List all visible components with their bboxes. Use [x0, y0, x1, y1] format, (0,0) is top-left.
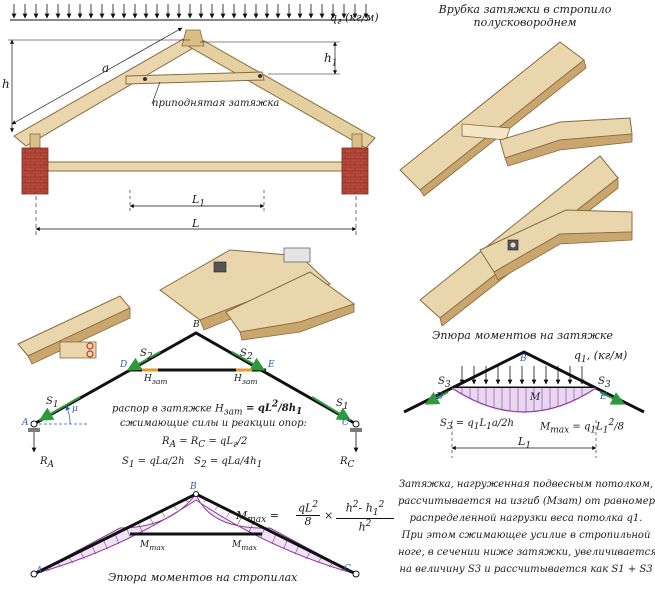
rafter-mmax-left: Mmax [140, 540, 166, 552]
node-e: E [268, 360, 275, 370]
tie-span-label: L1 [518, 435, 532, 452]
span-l1-label: L1 [192, 193, 206, 210]
tie-moment-title: Эпюра моментов на затяжке [432, 329, 614, 342]
dim-h-label: h [2, 77, 10, 91]
description-line: на величину S3 и рассчитывается как S1 +… [399, 564, 653, 575]
description-line: распределенной нагрузки веса потолка q1. [409, 513, 643, 524]
rafter-mmax-right: Mmax [232, 540, 258, 552]
rafter-moment-title: Эпюра моментов на стропилах [108, 571, 298, 584]
force-line-4: S1 = qLa/2h S2 = qLa/4h1 [122, 456, 263, 470]
top-truss [8, 27, 376, 236]
description-line: Затяжка, нагруженная подвесным потолком, [398, 479, 654, 490]
force-line-1: распор в затяжке Hзат = qL2/8h1 [112, 400, 303, 418]
rafter-hatch-line [294, 545, 300, 555]
rafter-hatch-line [283, 539, 288, 550]
s1-left-label: S1 [46, 396, 59, 410]
node-c: C [342, 418, 349, 428]
tie-formula-left: S3 = q1L1a/2h [440, 418, 514, 432]
ra-label: RA [40, 456, 55, 470]
tie-node-b: B [520, 354, 527, 364]
tie-load-label: q1, (кг/м) [574, 349, 628, 366]
force-line-3: RA = RC = qLг/2 [162, 436, 248, 450]
h-right-label: Hзат [234, 374, 258, 386]
rafter-hatch-line [271, 533, 277, 545]
rafter-hatch-line [248, 522, 254, 532]
rafter-moment-diagram [30, 491, 360, 578]
tie-s3-right: S3 [598, 376, 611, 390]
rafter-hatch-line [260, 528, 265, 539]
rafter-hatch-line [114, 533, 120, 545]
joint-title: Врубка затяжки в стропило полусковородне… [438, 3, 612, 29]
middle-illustration [17, 247, 356, 365]
tie-formula-right: Mmax = q1L12/8 [540, 418, 624, 436]
description-line: При этом сжимающее усилие в стропильной [401, 530, 651, 541]
force-line-2: сжимающие силы и реакции опор: [120, 418, 307, 429]
tie-m-label: M [530, 392, 541, 403]
description-block: Затяжка, нагруженная подвесным потолком,… [398, 476, 655, 578]
node-a: A [22, 418, 29, 428]
s2-left-label: S2 [140, 348, 153, 362]
force-diagram [28, 331, 362, 453]
tie-s3-left: S3 [438, 376, 451, 390]
span-l-label: L [192, 217, 200, 230]
joint-illustration [399, 41, 633, 327]
s2-right-label: S2 [240, 348, 253, 362]
node-b: B [193, 320, 200, 330]
top-load-label: qг (кг/м) [330, 11, 379, 28]
description-line: ноге, в сечении ниже затяжки, увеличивае… [398, 547, 655, 558]
top-load-arrows [10, 4, 370, 21]
rafter-node-b: B [190, 482, 197, 492]
raised-tie-label: приподнятая затяжка [152, 98, 280, 109]
tie-moment-diagram [403, 350, 645, 458]
rafter-hatch-line [91, 545, 97, 555]
description-line: рассчитывается на изгиб (Mзат) от равном… [398, 496, 655, 507]
h-left-label: Hзат [144, 374, 168, 386]
dim-h1-label: h1 [324, 51, 338, 69]
tie-node-d: D [436, 392, 444, 402]
s1-right-label: S1 [336, 398, 349, 412]
rafter-hatch-line [103, 539, 108, 550]
rafter-hatch-line [126, 528, 131, 539]
rc-label: RC [340, 456, 355, 470]
node-d: D [120, 360, 128, 370]
rafter-node-a: A [36, 566, 43, 576]
tie-node-e: E [600, 392, 607, 402]
mu-label: μ [72, 404, 78, 414]
rafter-node-c: C [344, 564, 351, 574]
dim-a-label: a [102, 61, 110, 75]
rafter-hatch-line [137, 522, 143, 532]
